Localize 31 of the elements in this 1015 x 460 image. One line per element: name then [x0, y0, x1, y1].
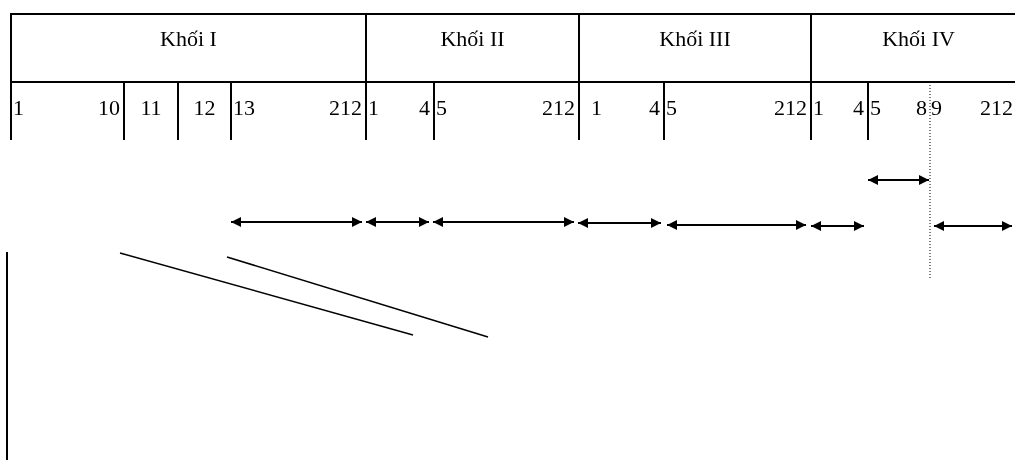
cell-number: 10 — [98, 96, 120, 120]
cell-number: 4 — [649, 96, 660, 120]
cell-number: 1 — [13, 96, 24, 120]
header-cell — [365, 13, 578, 83]
table-cell — [810, 83, 867, 140]
header-cell — [578, 13, 810, 83]
cell-number: 5 — [436, 96, 447, 120]
cell-number: 212 — [329, 96, 362, 120]
table-cell — [578, 83, 663, 140]
cell-number: 1 — [591, 96, 602, 120]
cell-number: 212 — [980, 96, 1013, 120]
cell-number: 212 — [774, 96, 807, 120]
cell-number: 5 — [666, 96, 677, 120]
column-heading: Khối I — [159, 27, 218, 51]
cell-number: 5 — [870, 96, 881, 120]
cell-number: 4 — [419, 96, 430, 120]
cell-number: 1 — [368, 96, 379, 120]
cell-number: 9 — [931, 96, 942, 120]
cell-number: 11 — [139, 96, 163, 120]
table-cell — [365, 83, 433, 140]
cell-number: 13 — [233, 96, 255, 120]
header-cell — [810, 13, 1015, 83]
cell-number: 8 — [916, 96, 927, 120]
cell-number: 12 — [192, 96, 217, 120]
column-heading: Khối IV — [881, 27, 956, 51]
header-cell — [10, 13, 365, 83]
column-heading: Khối II — [439, 27, 506, 51]
column-heading: Khối III — [658, 27, 732, 51]
cell-number: 212 — [542, 96, 575, 120]
cell-number: 1 — [813, 96, 824, 120]
cell-number: 4 — [853, 96, 864, 120]
